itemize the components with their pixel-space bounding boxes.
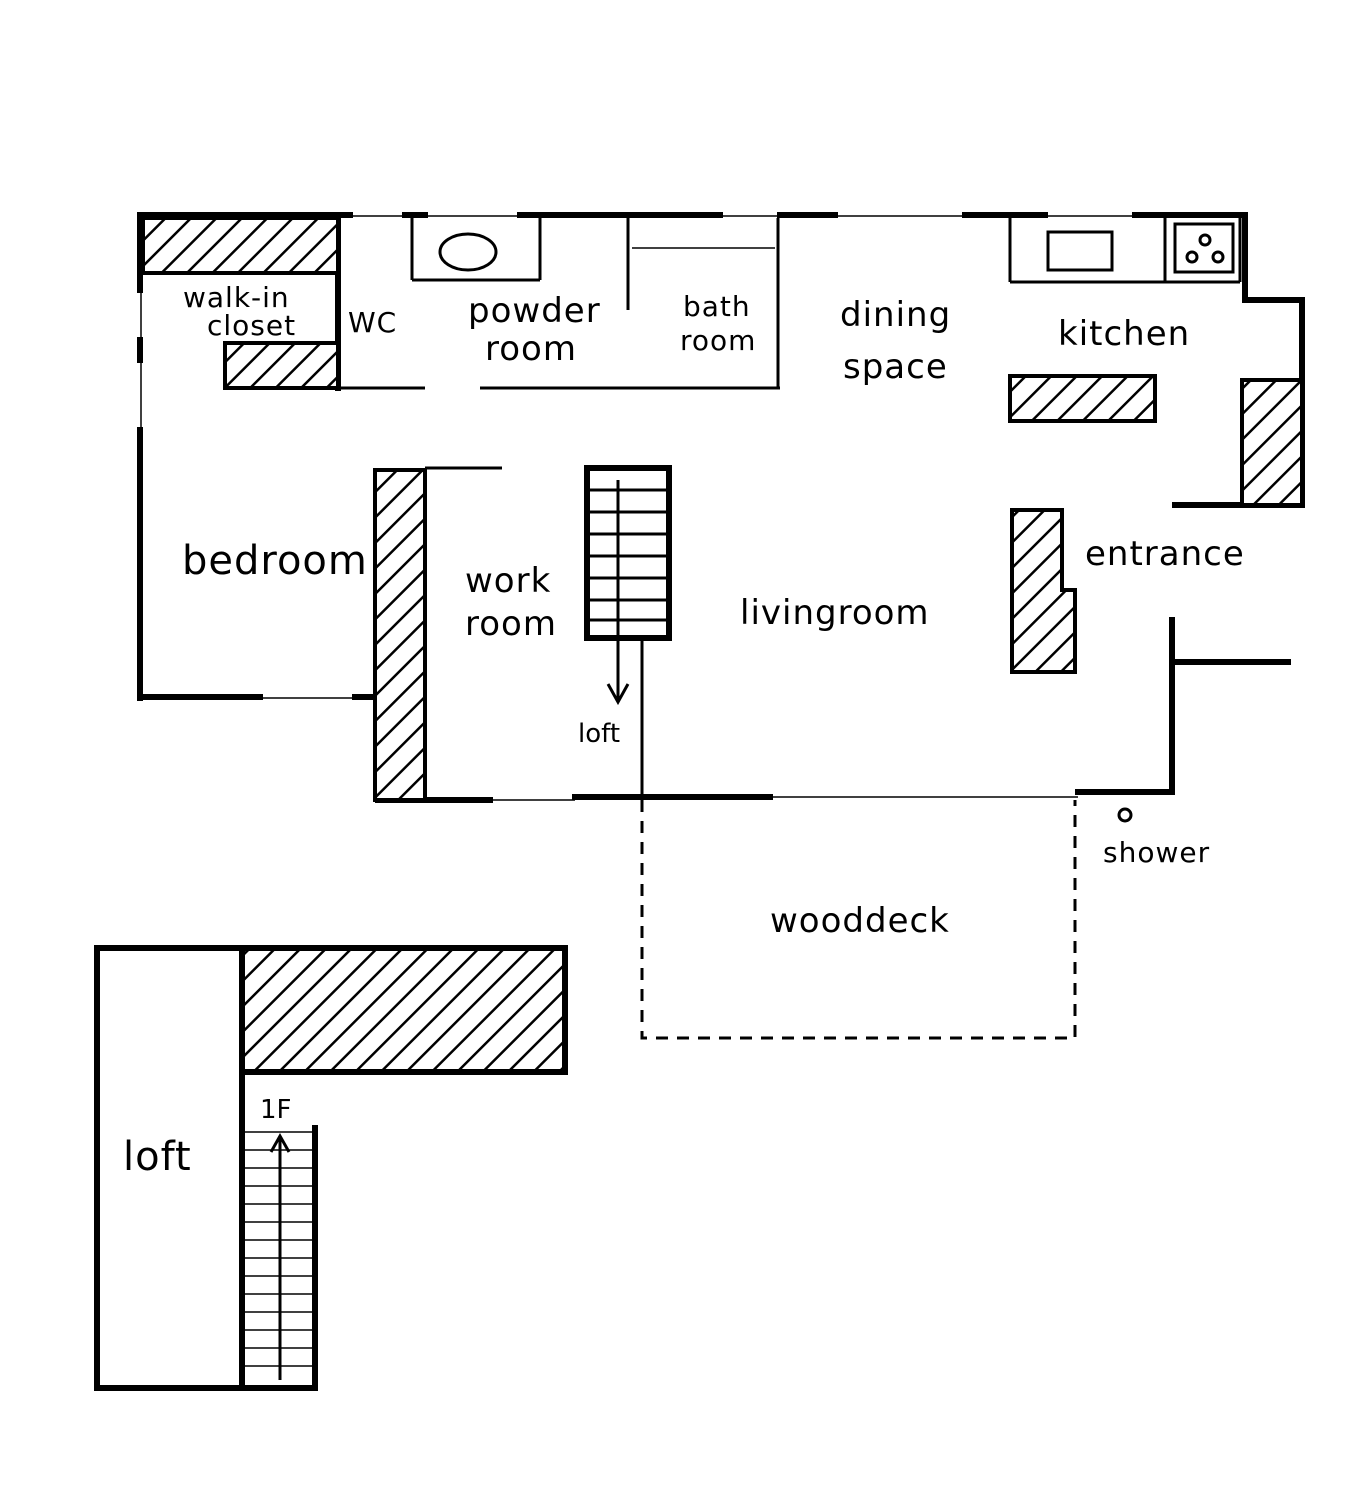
shower-head-icon <box>1117 807 1133 823</box>
label-work-room-2: room <box>465 604 557 644</box>
sink-icon <box>1046 230 1114 272</box>
kitchen-island <box>1008 374 1157 423</box>
label-work-room-1: work <box>465 561 551 601</box>
stove-icon <box>1173 222 1235 274</box>
label-loft-arrow: loft <box>578 719 620 749</box>
label-loft: loft <box>123 1134 192 1180</box>
loft-storage <box>240 946 567 1074</box>
wardrobe-wall <box>373 468 427 802</box>
room-labels: walk-in closet WC powder room bath room … <box>123 281 1245 1180</box>
label-walk-in-closet-1: walk-in <box>183 281 290 314</box>
closet-shelf-top <box>141 216 340 275</box>
label-first-floor: 1F <box>260 1095 292 1125</box>
label-walk-in-closet-2: closet <box>207 309 296 342</box>
label-bath-room-1: bath <box>683 290 751 323</box>
bathtub-icon <box>438 232 498 272</box>
entrance-shoe-cabinet <box>1010 508 1077 674</box>
label-bath-room-2: room <box>680 324 756 357</box>
main-floor-walls <box>137 212 1305 803</box>
loft-walls <box>94 945 568 1391</box>
stairs-icon <box>584 465 672 641</box>
label-dining-space-1: dining <box>840 295 951 335</box>
label-powder-room-1: powder <box>468 291 601 331</box>
down-to-loft-arrow-icon <box>606 480 630 706</box>
label-living-room: livingroom <box>740 593 930 633</box>
up-to-first-floor-arrow-icon <box>269 1132 291 1380</box>
label-shower: shower <box>1103 836 1210 869</box>
label-bedroom: bedroom <box>182 538 368 584</box>
label-dining-space-2: space <box>843 347 948 387</box>
label-kitchen: kitchen <box>1058 314 1190 354</box>
label-entrance: entrance <box>1085 534 1245 574</box>
closet-shelf-bottom <box>223 341 340 390</box>
label-wc: WC <box>348 306 397 339</box>
label-powder-room-2: room <box>485 329 577 369</box>
label-wood-deck: wooddeck <box>770 901 950 941</box>
kitchen-tall-cabinet <box>1240 378 1304 507</box>
